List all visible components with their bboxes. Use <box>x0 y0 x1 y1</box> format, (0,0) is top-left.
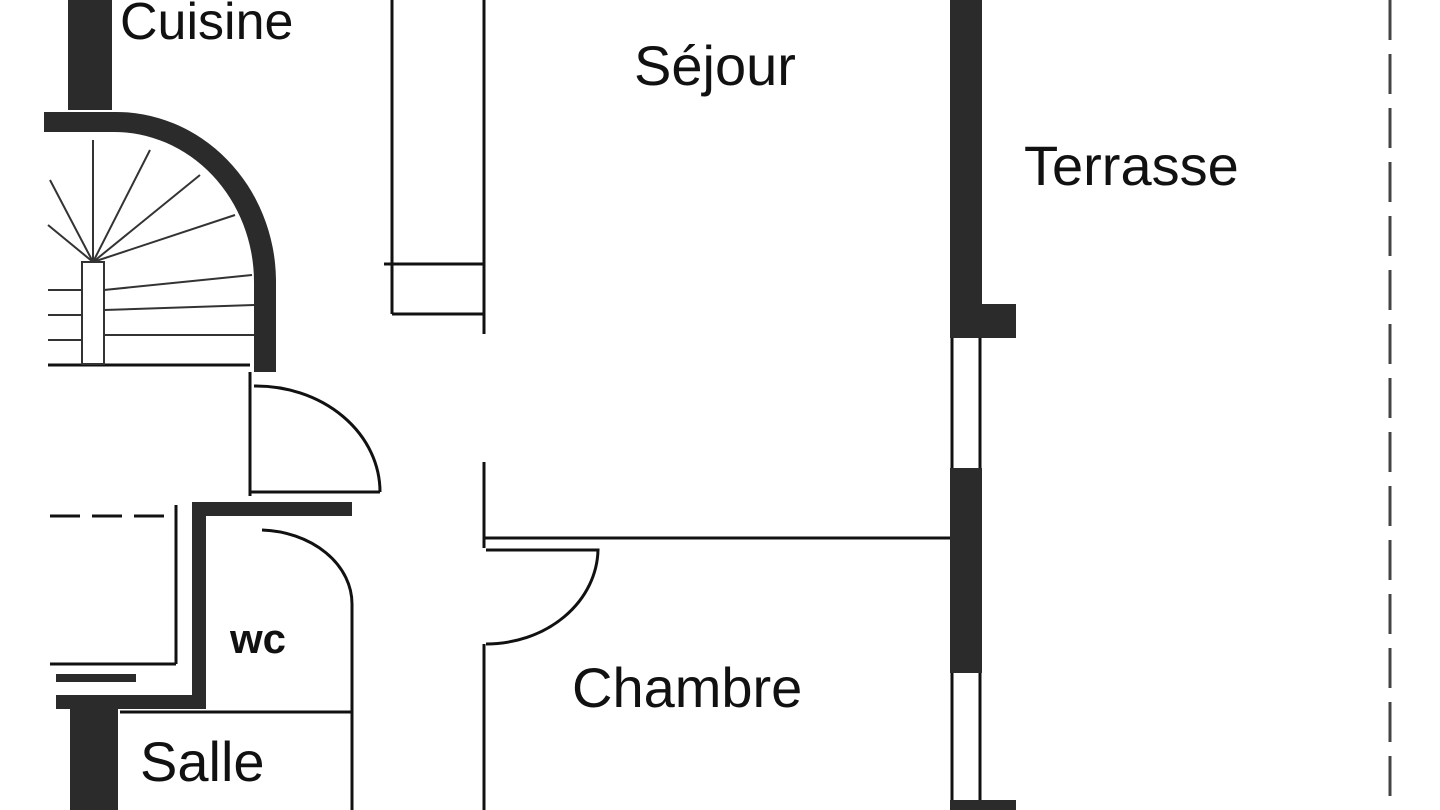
room-label-cuisine: Cuisine <box>120 0 294 51</box>
staircase-steps <box>47 140 255 365</box>
room-label-wc: wc <box>230 615 287 662</box>
stair-wall <box>44 111 276 372</box>
room-label-chambre: Chambre <box>572 656 803 719</box>
room-label-salle: Salle <box>140 730 265 793</box>
room-label-sejour: Séjour <box>634 34 796 97</box>
partitions <box>48 0 982 810</box>
walls <box>56 0 1016 810</box>
room-label-terrasse: Terrasse <box>1024 134 1239 197</box>
